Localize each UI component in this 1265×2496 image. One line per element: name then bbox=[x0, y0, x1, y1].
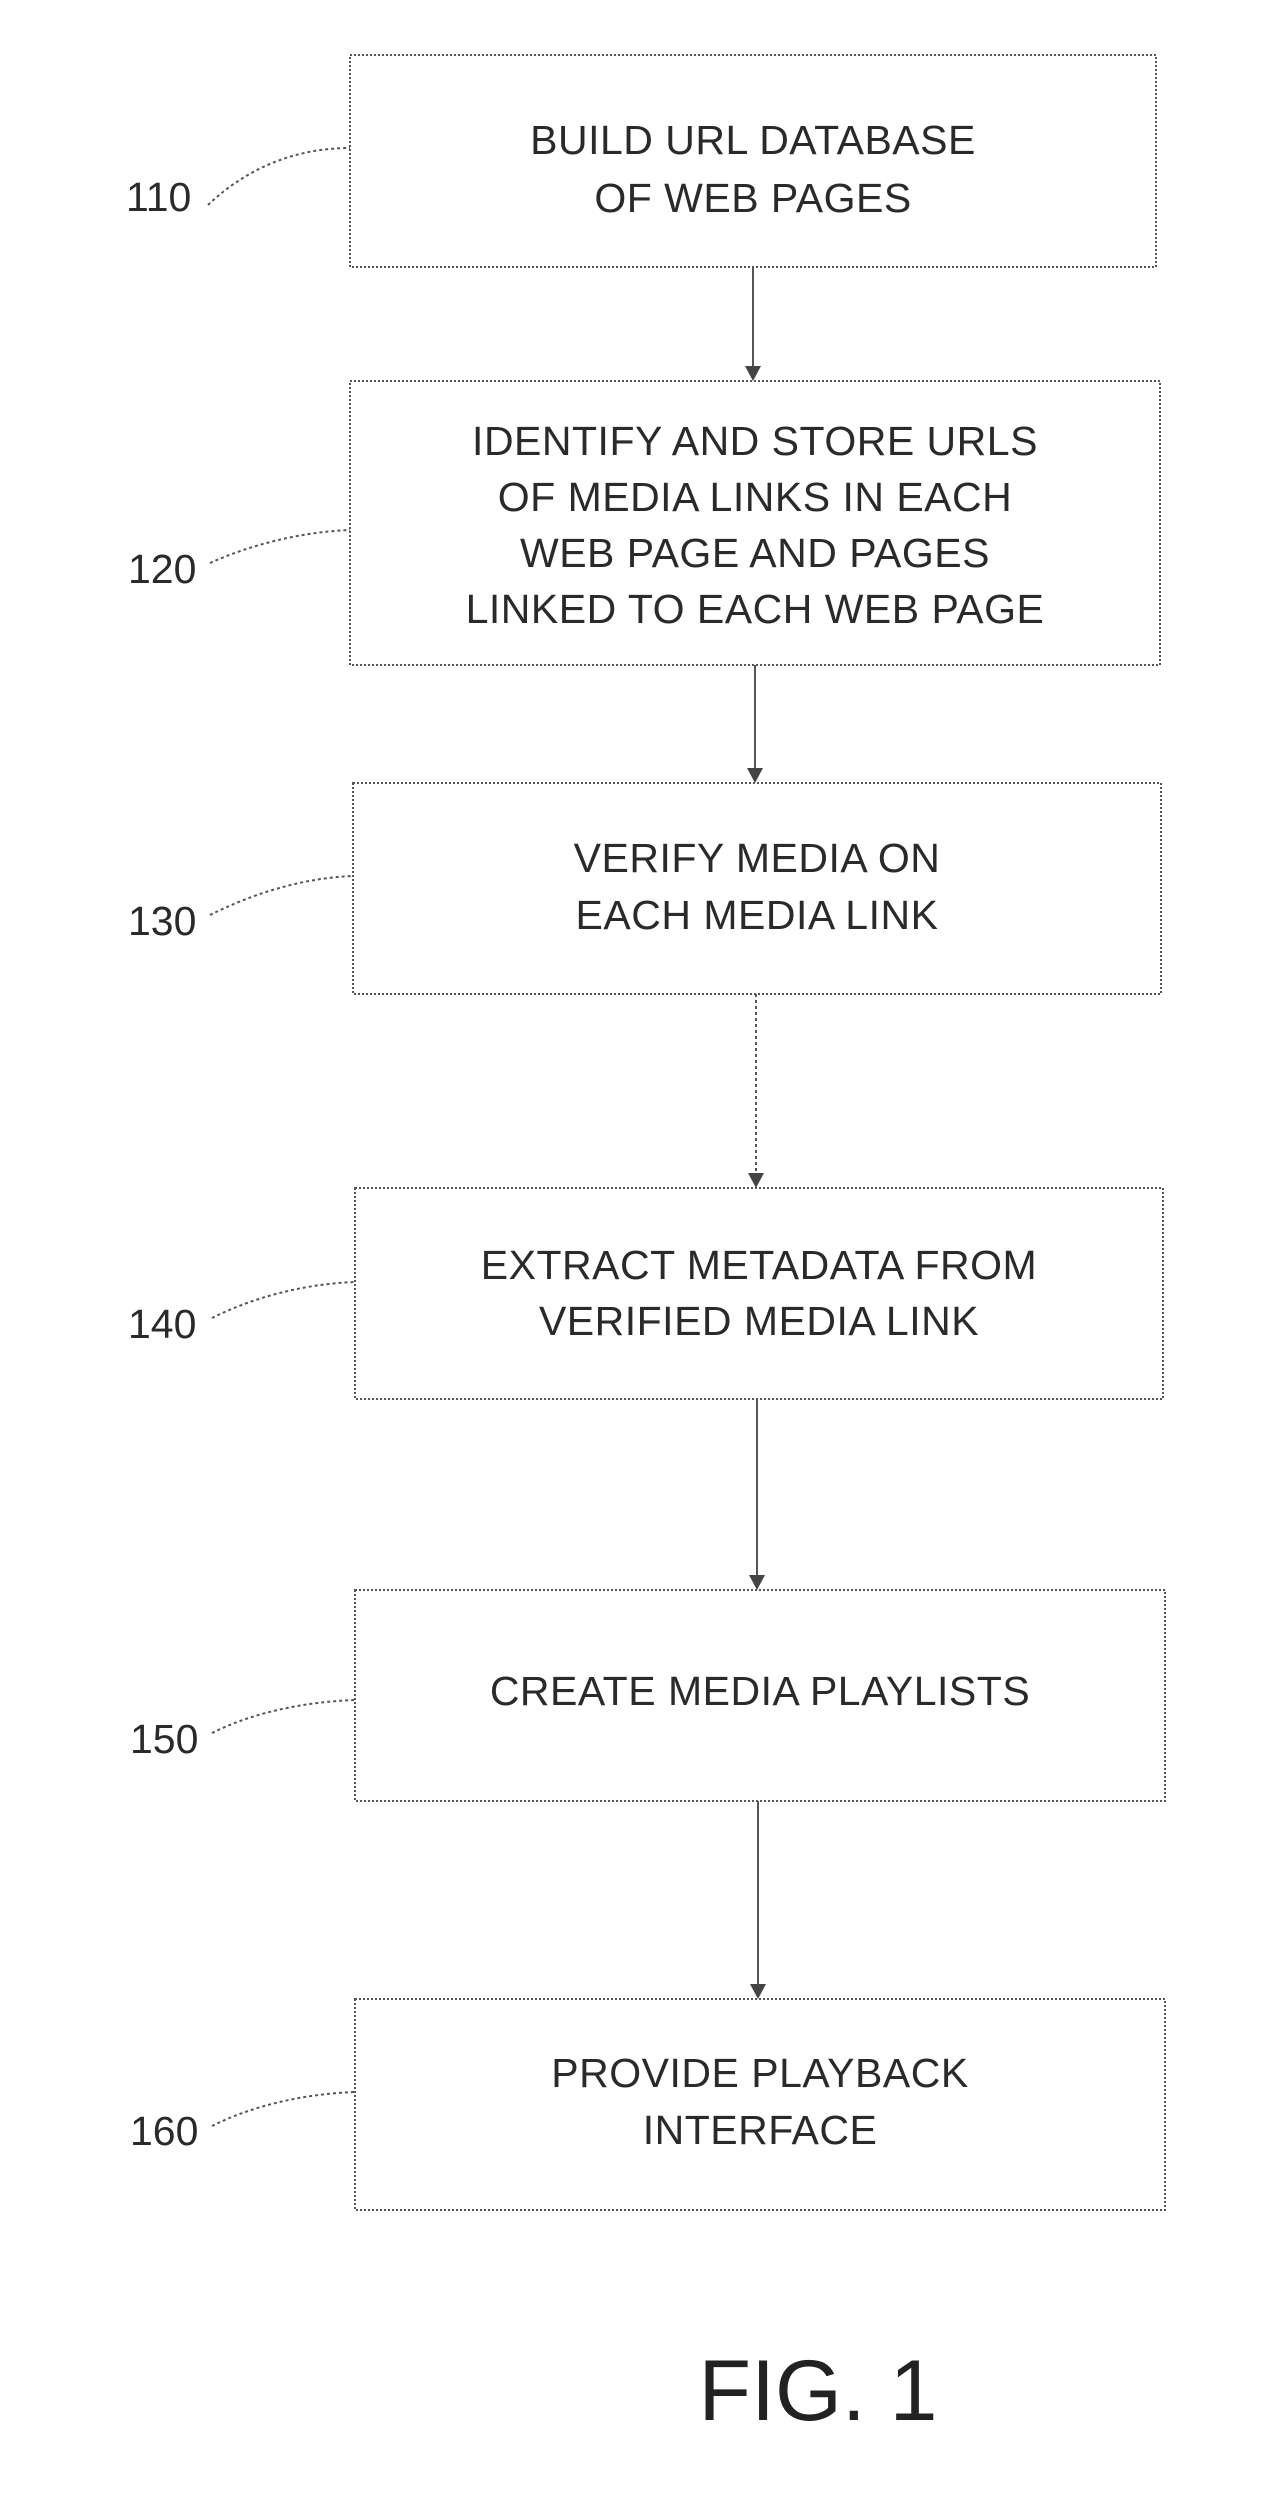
step-120: IDENTIFY AND STORE URLS OF MEDIA LINKS I… bbox=[128, 381, 1160, 665]
step-120-line-4: LINKED TO EACH WEB PAGE bbox=[466, 586, 1045, 632]
step-160-leader bbox=[212, 2092, 355, 2126]
step-130-line-2: EACH MEDIA LINK bbox=[576, 892, 939, 938]
step-130: VERIFY MEDIA ON EACH MEDIA LINK 130 bbox=[128, 783, 1161, 994]
step-120-line-2: OF MEDIA LINKS IN EACH bbox=[498, 474, 1013, 520]
step-140-line-1: EXTRACT METADATA FROM bbox=[481, 1242, 1037, 1288]
figure-label: FIG. 1 bbox=[699, 2343, 938, 2439]
step-110-ref: 110 bbox=[126, 174, 191, 220]
step-130-ref: 130 bbox=[128, 898, 196, 944]
step-130-box bbox=[353, 783, 1161, 994]
step-140-line-2: VERIFIED MEDIA LINK bbox=[539, 1298, 979, 1344]
step-130-line-1: VERIFY MEDIA ON bbox=[574, 835, 941, 881]
arrow-150-160 bbox=[750, 1801, 766, 1999]
step-110-line-1: BUILD URL DATABASE bbox=[530, 117, 976, 163]
step-160-line-2: INTERFACE bbox=[643, 2107, 878, 2153]
step-120-leader bbox=[210, 530, 350, 563]
step-120-ref: 120 bbox=[128, 546, 196, 592]
step-110: BUILD URL DATABASE OF WEB PAGES 110 bbox=[126, 55, 1156, 267]
step-110-leader bbox=[208, 148, 350, 205]
step-160-line-1: PROVIDE PLAYBACK bbox=[551, 2050, 968, 2096]
arrow-130-140 bbox=[748, 994, 764, 1188]
step-150-line-1: CREATE MEDIA PLAYLISTS bbox=[490, 1668, 1030, 1714]
step-160-box bbox=[355, 1999, 1165, 2210]
step-120-line-3: WEB PAGE AND PAGES bbox=[520, 530, 990, 576]
step-130-leader bbox=[210, 876, 353, 915]
step-150: CREATE MEDIA PLAYLISTS 150 bbox=[130, 1590, 1165, 1801]
step-120-line-1: IDENTIFY AND STORE URLS bbox=[472, 418, 1038, 464]
step-150-ref: 150 bbox=[130, 1716, 198, 1762]
arrow-110-120 bbox=[745, 267, 761, 381]
arrow-140-150 bbox=[749, 1399, 765, 1590]
step-150-leader bbox=[212, 1700, 355, 1733]
step-160-ref: 160 bbox=[130, 2108, 198, 2154]
step-110-line-2: OF WEB PAGES bbox=[594, 175, 911, 221]
step-140-box bbox=[355, 1188, 1163, 1399]
step-140-ref: 140 bbox=[128, 1301, 196, 1347]
step-140-leader bbox=[212, 1282, 355, 1318]
step-140: EXTRACT METADATA FROM VERIFIED MEDIA LIN… bbox=[128, 1188, 1163, 1399]
step-160: PROVIDE PLAYBACK INTERFACE 160 bbox=[130, 1999, 1165, 2210]
arrow-120-130 bbox=[747, 665, 763, 783]
